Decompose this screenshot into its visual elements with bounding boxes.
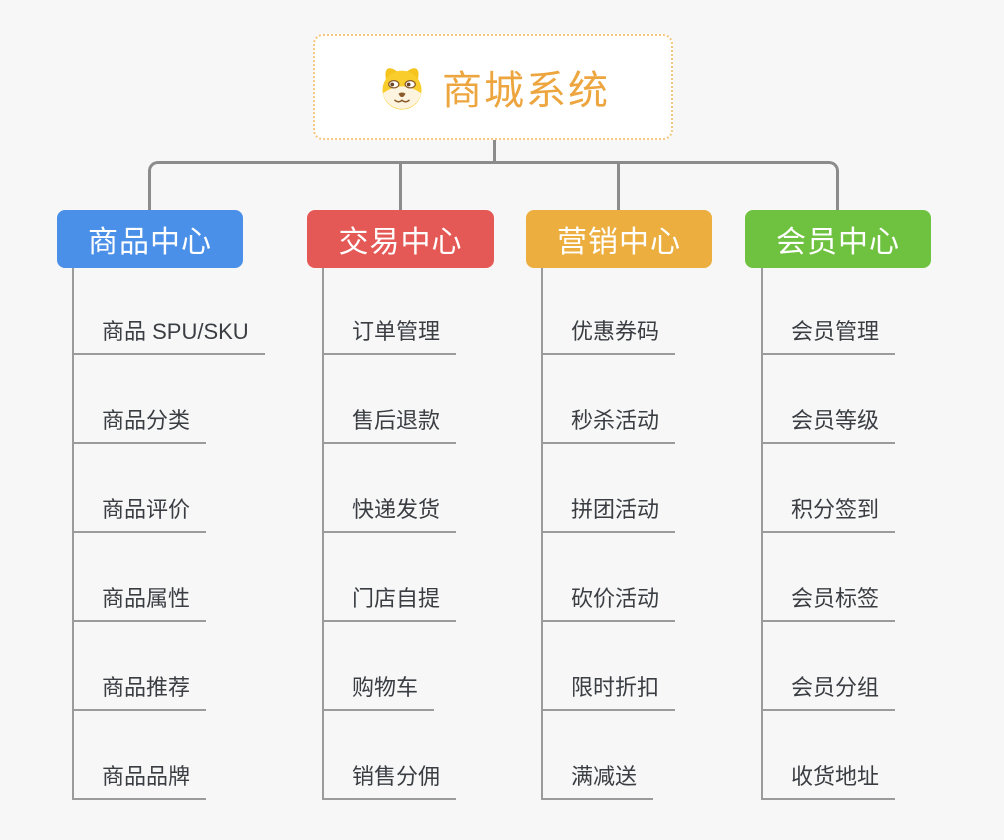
leaf-node-aftersale-refund[interactable]: 售后退款: [324, 407, 457, 444]
leaf-node-shipping-address[interactable]: 收货地址: [763, 763, 896, 800]
leaf-node-limited-time-discount[interactable]: 限时折扣: [543, 674, 676, 711]
leaf-node-product-category[interactable]: 商品分类: [74, 407, 207, 444]
branch-node-marketing-center[interactable]: 营销中心: [526, 210, 712, 268]
leaf-column-marketing: 优惠券码 秒杀活动 拼团活动 砍价活动 限时折扣 满减送: [541, 268, 676, 800]
leaf-node-sales-commission[interactable]: 销售分佣: [324, 763, 457, 800]
connector-bracket: [148, 161, 839, 210]
leaf-node-product-attribute[interactable]: 商品属性: [74, 585, 207, 622]
leaf-node-bargain-activity[interactable]: 砍价活动: [543, 585, 676, 622]
leaf-column-trade: 订单管理 售后退款 快递发货 门店自提 购物车 销售分佣: [322, 268, 457, 800]
leaf-node-group-buy[interactable]: 拼团活动: [543, 496, 676, 533]
leaf-node-product-review[interactable]: 商品评价: [74, 496, 207, 533]
leaf-column-member: 会员管理 会员等级 积分签到 会员标签 会员分组 收货地址: [761, 268, 896, 800]
branch-node-trade-center[interactable]: 交易中心: [307, 210, 494, 268]
connector-trunk: [493, 140, 496, 164]
leaf-node-coupon-code[interactable]: 优惠券码: [543, 318, 676, 355]
root-node-mall-system[interactable]: 商城系统: [313, 34, 673, 140]
connector-drop-trade: [399, 163, 402, 210]
leaf-node-member-tag[interactable]: 会员标签: [763, 585, 896, 622]
branch-node-member-center[interactable]: 会员中心: [745, 210, 931, 268]
leaf-node-product-brand[interactable]: 商品品牌: [74, 763, 207, 800]
leaf-node-flash-sale[interactable]: 秒杀活动: [543, 407, 676, 444]
leaf-node-points-checkin[interactable]: 积分签到: [763, 496, 896, 533]
leaf-node-spend-save[interactable]: 满减送: [543, 763, 654, 800]
leaf-node-product-recommend[interactable]: 商品推荐: [74, 674, 207, 711]
branch-node-product-center[interactable]: 商品中心: [57, 210, 243, 268]
leaf-node-store-pickup[interactable]: 门店自提: [324, 585, 457, 622]
connector-drop-marketing: [617, 163, 620, 210]
leaf-node-order-management[interactable]: 订单管理: [324, 318, 457, 355]
leaf-node-member-group[interactable]: 会员分组: [763, 674, 896, 711]
leaf-node-member-management[interactable]: 会员管理: [763, 318, 896, 355]
leaf-node-member-level[interactable]: 会员等级: [763, 407, 896, 444]
root-title: 商城系统: [442, 69, 610, 113]
leaf-column-product: 商品 SPU/SKU 商品分类 商品评价 商品属性 商品推荐 商品品牌: [72, 268, 265, 800]
leaf-node-express-delivery[interactable]: 快递发货: [324, 496, 457, 533]
leaf-node-shopping-cart[interactable]: 购物车: [324, 674, 435, 711]
leaf-node-product-spu-sku[interactable]: 商品 SPU/SKU: [74, 318, 265, 355]
dog-face-icon: [376, 62, 428, 112]
